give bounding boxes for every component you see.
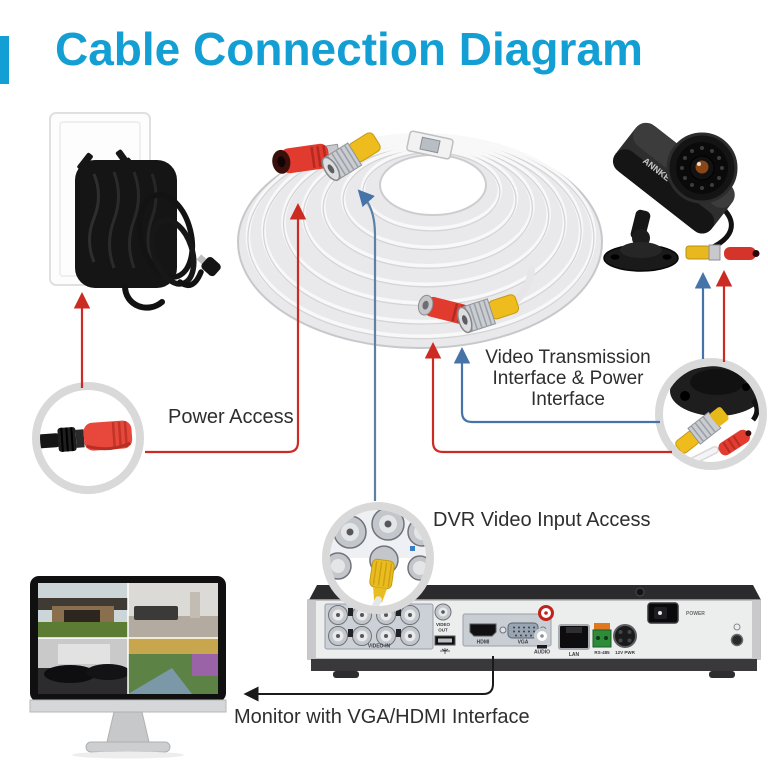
zoom-power-connector <box>718 429 752 456</box>
dc12v-label: 12V PWR <box>615 650 636 655</box>
cable-end-bottom-bnc-connector <box>457 266 536 334</box>
dvr-rs485-terminal: RS-485 <box>592 623 612 655</box>
dvr-power-switch: POWER <box>647 602 705 624</box>
dc-plug-cable <box>40 433 61 449</box>
bnc-cable-coil-illustration <box>237 130 603 349</box>
dvr-video-out-port: VIDEO OUT <box>434 603 452 633</box>
zoom-bnc-connector <box>675 407 729 454</box>
svg-text:OUT: OUT <box>438 628 448 633</box>
monitor-illustration <box>29 576 227 759</box>
power-connector-zoom-circle <box>32 382 144 494</box>
camera-lens <box>666 132 738 204</box>
monitor-stand-neck <box>106 711 150 743</box>
monitor-stand-base <box>85 741 171 753</box>
dvr-usb-port <box>434 635 456 654</box>
camera-mount <box>603 209 679 272</box>
video-in-label: VIDEO-IN <box>368 644 391 650</box>
audio-label: AUDIO <box>534 650 550 656</box>
coil-hole <box>379 154 487 216</box>
video-out-label: VIDEO <box>436 622 451 627</box>
monitor-screen-quad-view <box>38 583 218 694</box>
camera-power-connector <box>724 247 756 260</box>
dvr-input-zoom-circle <box>322 502 434 614</box>
monitor-label: Monitor with VGA/HDMI Interface <box>234 706 530 728</box>
page-title: Cable Connection Diagram <box>55 23 643 75</box>
security-camera-illustration: ANNKE <box>603 122 760 272</box>
dvr-lan-port: LAN <box>558 624 590 658</box>
camera-connector-zoom-circle <box>655 358 767 470</box>
usb-icon <box>440 648 450 654</box>
plug-white-cable <box>370 596 382 606</box>
port-id-mark <box>410 546 415 551</box>
vga-port: VGA <box>499 622 547 646</box>
lan-label: LAN <box>569 652 580 658</box>
dvr-hdmi-vga-section: HDMI VGA <box>462 613 552 647</box>
camera-bnc-connector <box>685 245 711 260</box>
dvr-video-in-section: VIDEO-IN <box>324 603 434 650</box>
cable-end-top-bnc-connector <box>321 132 381 182</box>
dvr-input-label: DVR Video Input Access <box>433 509 651 531</box>
dvr-dc12v-port: 12V PWR <box>613 624 637 655</box>
rs485-label: RS-485 <box>594 650 610 655</box>
power-outlet-adapter-illustration <box>49 112 221 311</box>
power-label: POWER <box>686 611 705 617</box>
dvr-ground-screw <box>730 623 744 647</box>
vga-label: VGA <box>518 640 529 646</box>
bnc-video-in-ports <box>328 605 420 646</box>
power-access-label: Power Access <box>168 406 294 428</box>
video-interface-label: Video Transmission Interface & Power Int… <box>485 347 651 410</box>
inserted-bnc-plug <box>369 545 399 606</box>
dvr-audio-ports: AUDIO <box>534 605 554 656</box>
title-accent-bar <box>0 36 9 84</box>
monitor-chin <box>29 699 227 713</box>
hdmi-port: HDMI <box>469 623 497 646</box>
cable-tie <box>406 130 454 160</box>
hdmi-label: HDMI <box>477 640 490 646</box>
